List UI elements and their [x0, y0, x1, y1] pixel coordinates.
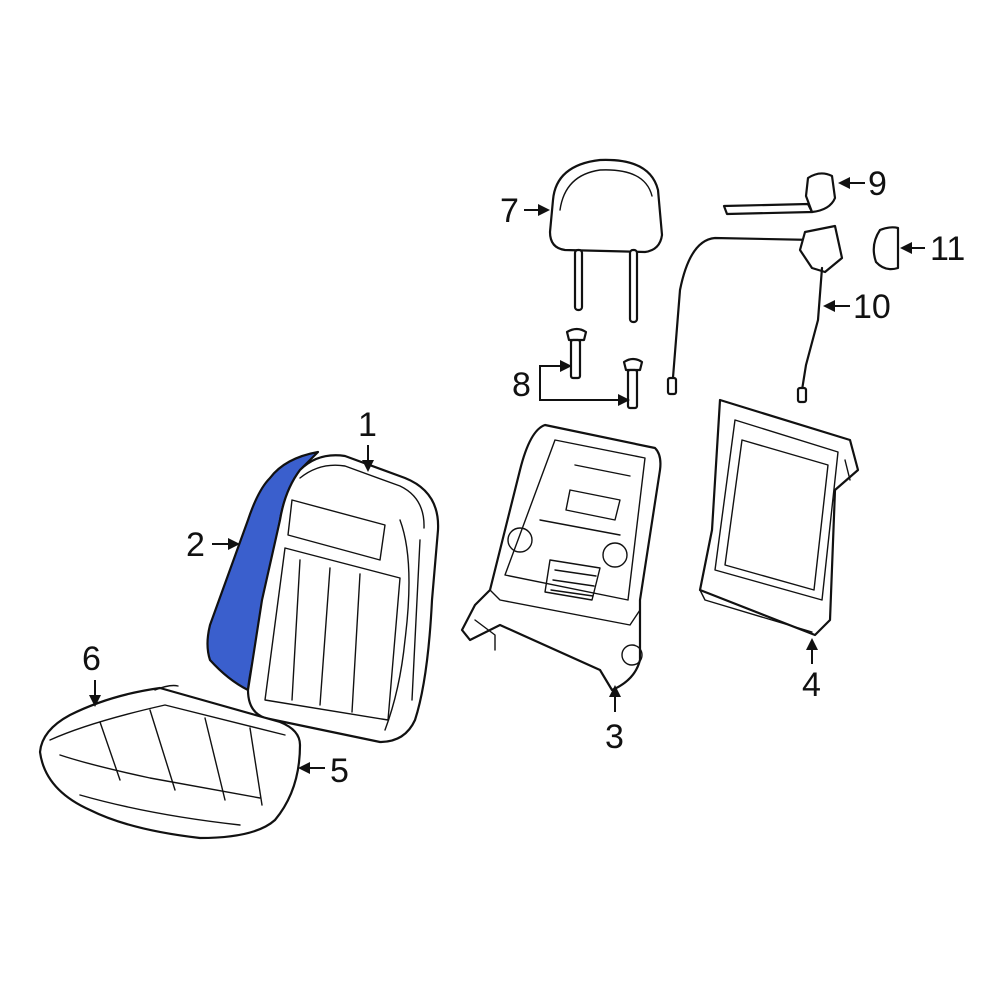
part-1-seatback-cover[interactable] [246, 454, 440, 744]
part-3-seatback-frame[interactable] [460, 423, 662, 692]
part-11-cap[interactable] [872, 226, 900, 271]
callout-labels: 1 2 3 4 5 6 7 8 9 10 11 [82, 165, 965, 790]
part-5-seat-cushion[interactable] [38, 684, 302, 840]
part-9-bracket[interactable] [722, 172, 837, 216]
callout-6: 6 [82, 640, 101, 678]
callout-3: 3 [605, 718, 624, 756]
part-10-cable[interactable] [666, 224, 844, 404]
callout-4: 4 [802, 666, 821, 704]
callout-8: 8 [512, 366, 531, 404]
callout-5: 5 [330, 752, 349, 790]
callout-2: 2 [186, 526, 205, 564]
callout-10: 10 [853, 288, 891, 326]
part-7-headrest[interactable] [548, 158, 664, 324]
leader-lines [89, 177, 925, 774]
callout-9: 9 [868, 165, 887, 203]
part-8-headrest-guides[interactable] [565, 327, 644, 410]
callout-7: 7 [500, 192, 519, 230]
callout-1: 1 [358, 406, 377, 444]
callout-11: 11 [930, 230, 965, 268]
part-4-back-panel[interactable] [698, 398, 860, 637]
